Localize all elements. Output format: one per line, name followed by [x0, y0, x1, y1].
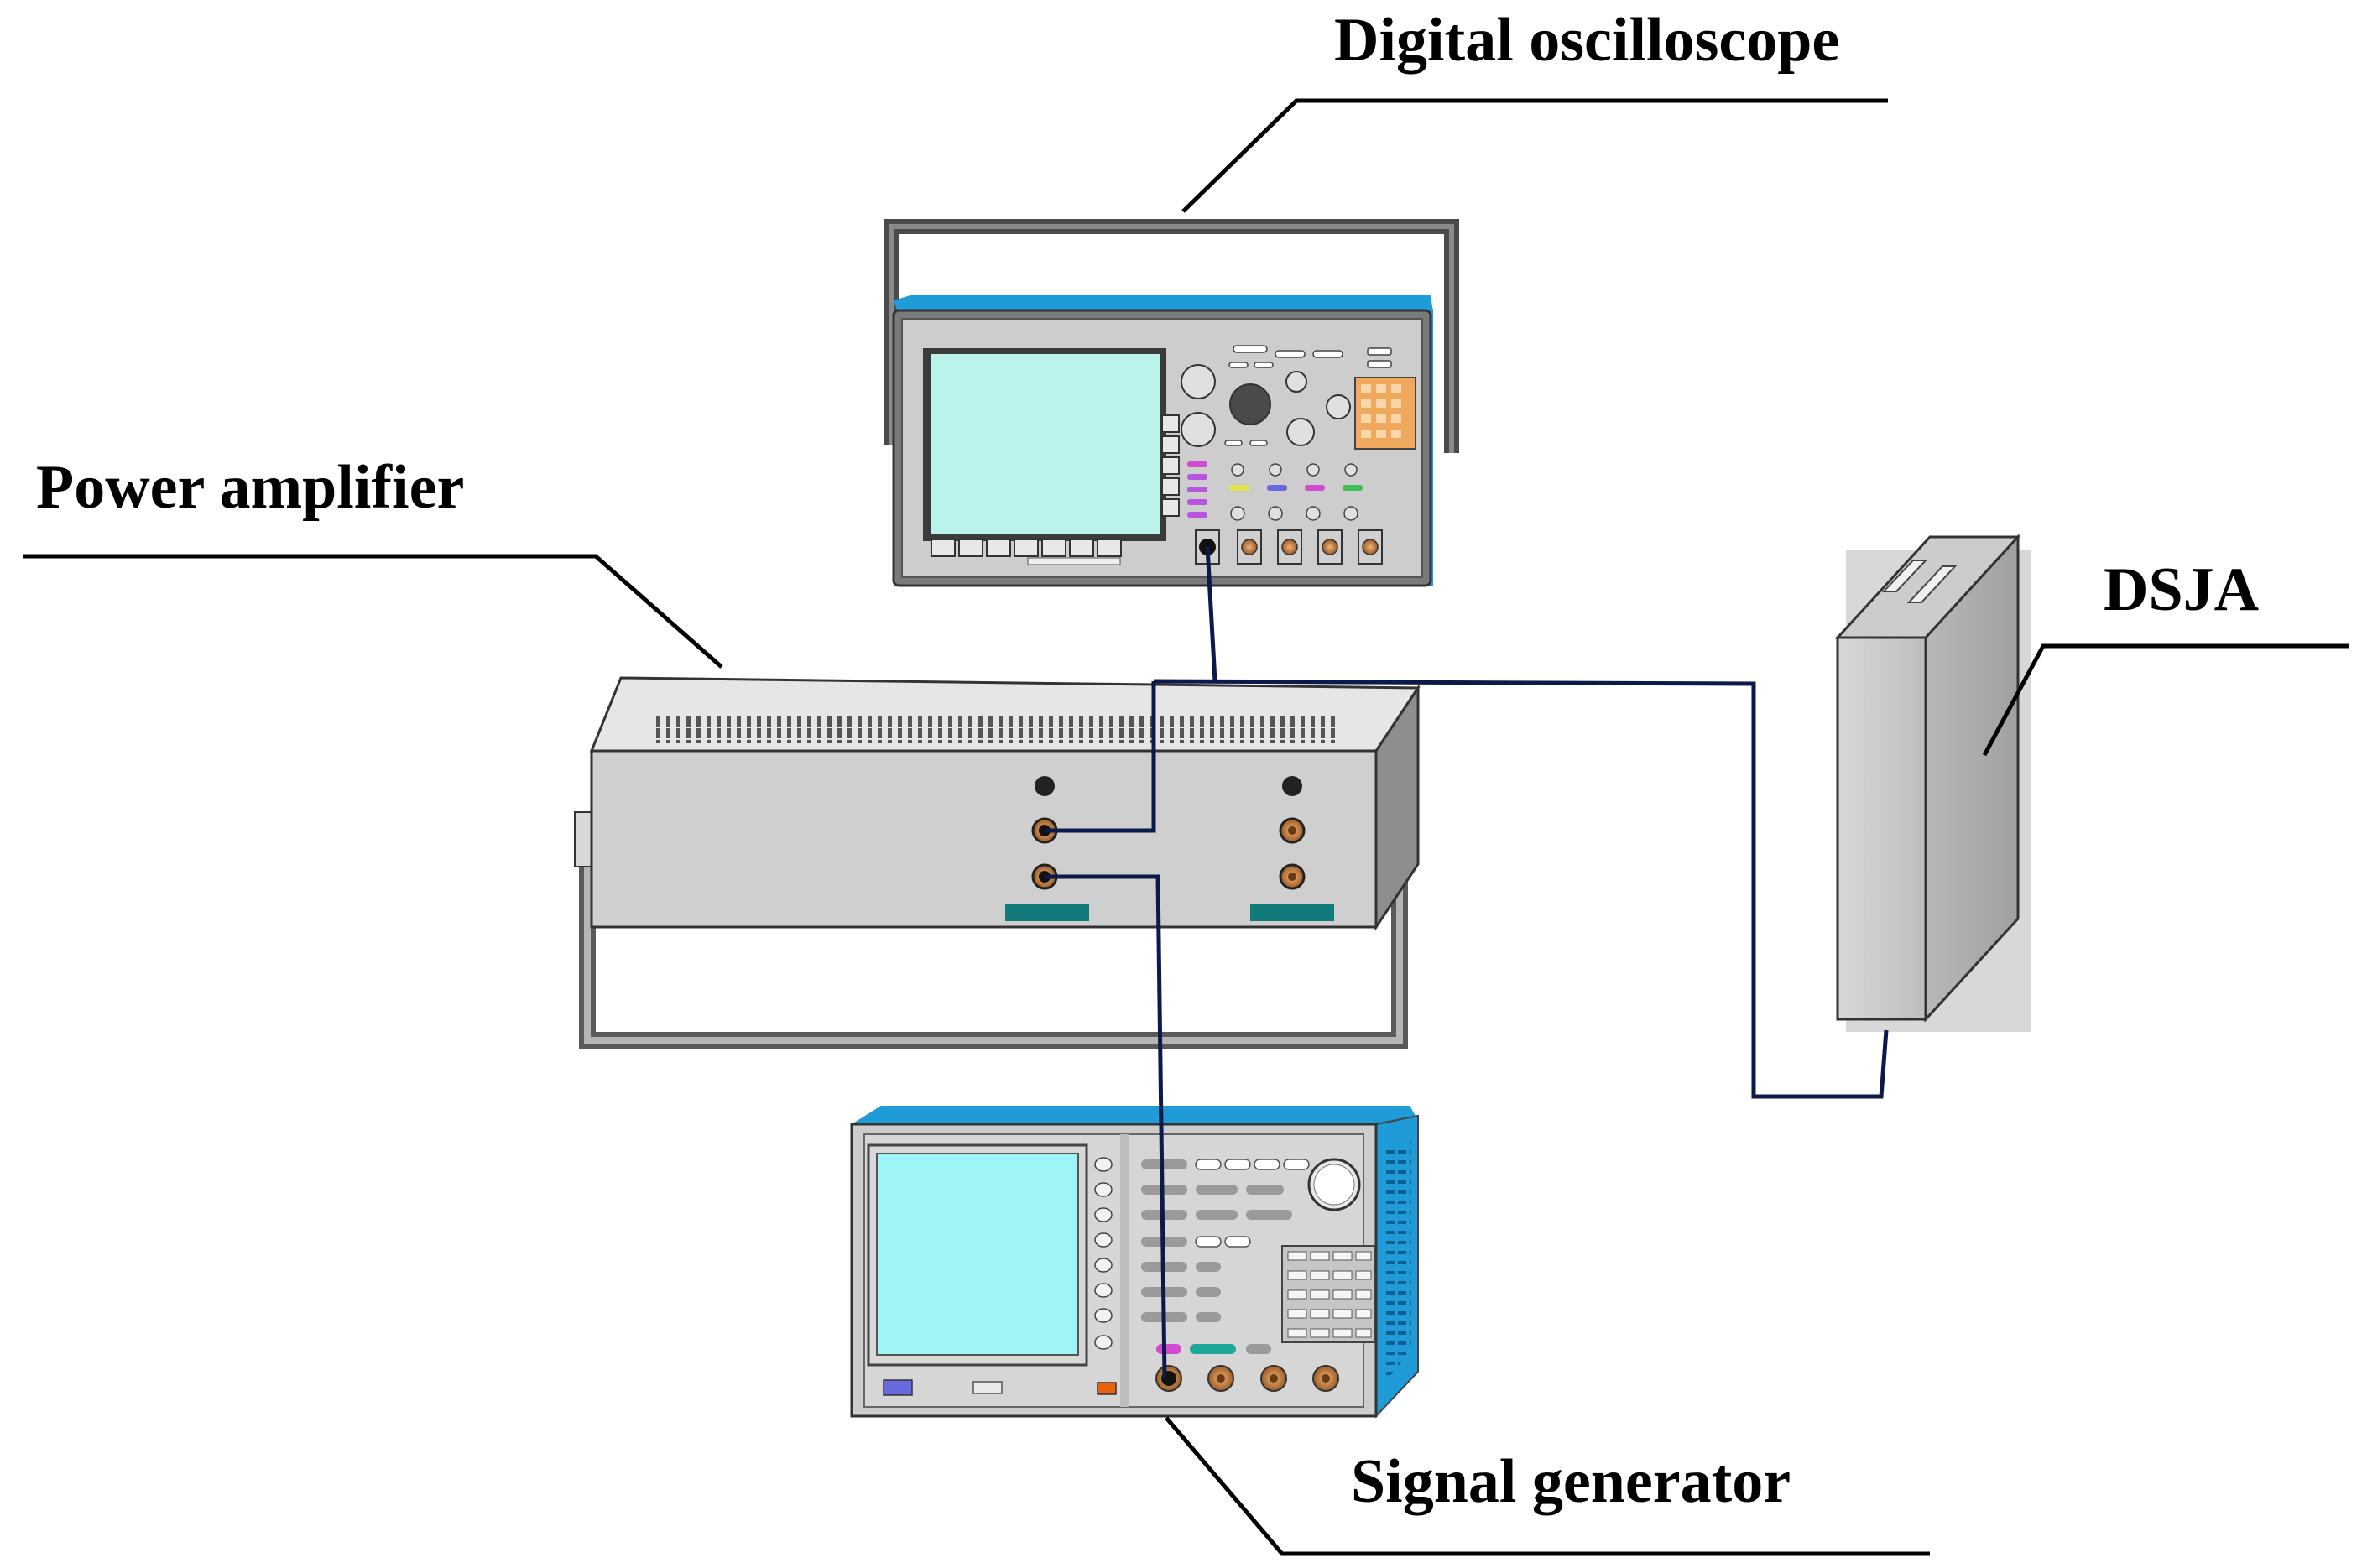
generator-label-text: Signal generator [1351, 1447, 1791, 1516]
label-power-amplifier: Power amplifier [23, 453, 723, 669]
label-signal-generator: Signal generator [1165, 1416, 1930, 1556]
dsja-unit [1834, 534, 2031, 1032]
label-dsja: DSJA [1982, 555, 2349, 757]
connection-cables [1045, 546, 1889, 1379]
power-amplifier [574, 676, 1421, 1049]
amplifier-label-text: Power amplifier [36, 453, 464, 522]
label-digital-oscilloscope: Digital oscilloscope [1181, 6, 1888, 213]
dsja-label-text: DSJA [2104, 555, 2259, 624]
oscilloscope-label-text: Digital oscilloscope [1334, 6, 1839, 75]
amplifier-vents [654, 715, 1338, 743]
digital-oscilloscope [884, 219, 1459, 587]
signal-generator [850, 1106, 1419, 1419]
